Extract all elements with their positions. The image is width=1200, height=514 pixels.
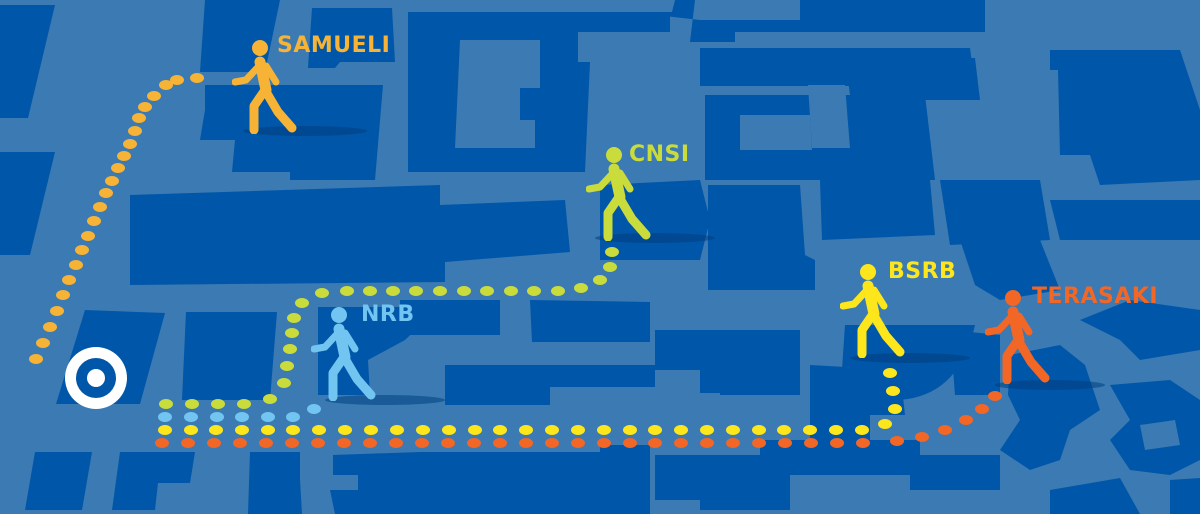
walking-person-icon bbox=[985, 290, 1050, 384]
destination-label: NRB bbox=[361, 302, 415, 327]
walking-person-icon bbox=[586, 147, 651, 241]
start-target-icon bbox=[65, 347, 127, 409]
path-samueli bbox=[29, 73, 204, 364]
walking-person-icon bbox=[840, 264, 905, 358]
destination-label: BSRB bbox=[888, 259, 957, 284]
path-nrb bbox=[158, 404, 321, 422]
walking-person-icon bbox=[311, 307, 376, 401]
walker-shadows bbox=[243, 126, 1105, 405]
path-cnsi bbox=[159, 247, 619, 409]
destination-label: TERASAKI bbox=[1032, 284, 1159, 309]
path-bsrb bbox=[158, 368, 902, 435]
destination-label: CNSI bbox=[629, 142, 690, 167]
walking-person-icon bbox=[232, 40, 297, 134]
destination-label: SAMUELI bbox=[277, 33, 391, 58]
path-terasaki bbox=[155, 391, 1002, 448]
